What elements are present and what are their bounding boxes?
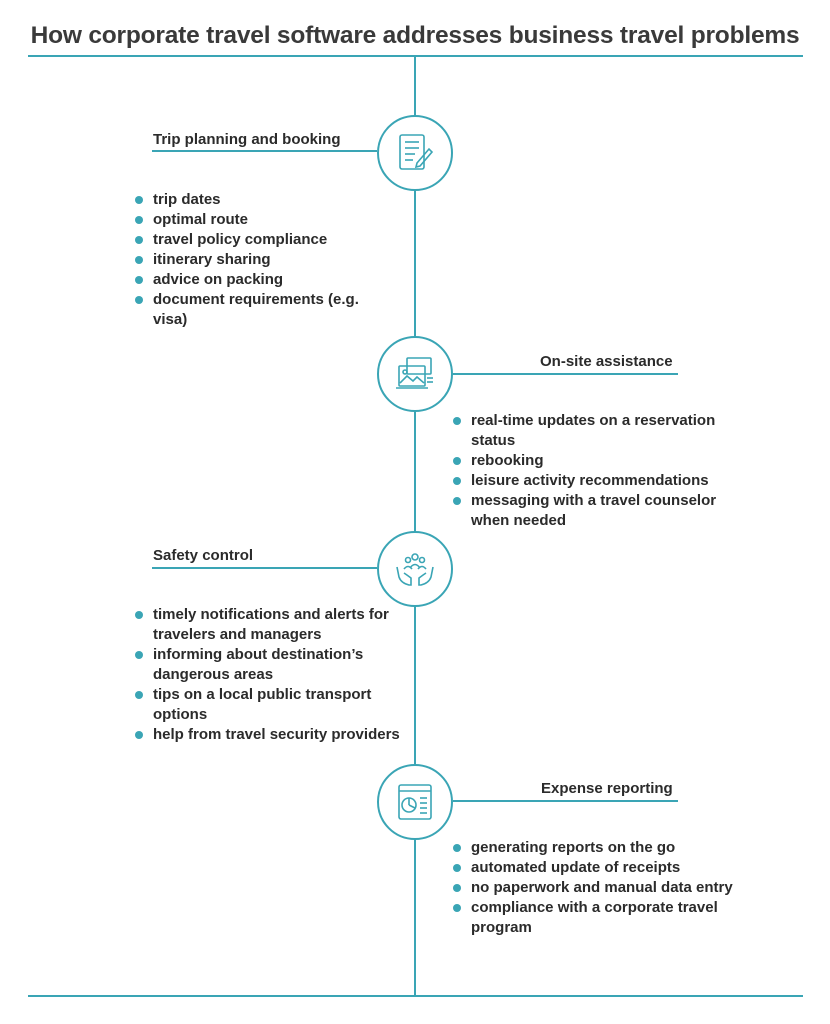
- list-item: help from travel security providers: [135, 725, 400, 745]
- list-item: trip dates: [135, 190, 365, 210]
- list-item: advice on packing: [135, 270, 365, 290]
- section-icon-circle: [377, 764, 453, 840]
- section-heading-trip-planning: Trip planning and booking: [153, 131, 341, 148]
- timeline-spine: [414, 56, 416, 995]
- list-item: automated update of receipts: [453, 858, 753, 878]
- connector-line: [152, 150, 377, 152]
- section-heading-safety: Safety control: [153, 547, 254, 564]
- section-list-expense: generating reports on the go automated u…: [453, 838, 753, 938]
- list-item: informing about destination’s dangerous …: [135, 645, 400, 685]
- list-item: rebooking: [453, 451, 753, 471]
- list-item: document requirements (e.g. visa): [135, 290, 365, 330]
- connector-line: [453, 800, 678, 802]
- section-list-safety: timely notifications and alerts for trav…: [135, 605, 400, 745]
- map-laptop-icon: [396, 357, 433, 389]
- document-pen-icon: [399, 134, 434, 170]
- list-item: real-time updates on a reservation statu…: [453, 411, 753, 451]
- page-title: How corporate travel software addresses …: [30, 22, 800, 49]
- list-item: compliance with a corporate travel progr…: [453, 898, 753, 938]
- pie-chart-report-icon: [398, 784, 432, 820]
- bottom-divider: [28, 995, 803, 997]
- list-item: generating reports on the go: [453, 838, 753, 858]
- list-item: tips on a local public transport options: [135, 685, 400, 725]
- list-item: itinerary sharing: [135, 250, 365, 270]
- list-item: no paperwork and manual data entry: [453, 878, 753, 898]
- section-list-trip-planning: trip dates optimal route travel policy c…: [135, 190, 365, 330]
- section-icon-circle: [377, 115, 453, 191]
- section-heading-on-site: On-site assistance: [540, 353, 673, 370]
- list-item: optimal route: [135, 210, 365, 230]
- hands-people-icon: [396, 553, 434, 586]
- section-list-on-site: real-time updates on a reservation statu…: [453, 411, 753, 531]
- list-item: travel policy compliance: [135, 230, 365, 250]
- section-icon-circle: [377, 531, 453, 607]
- section-icon-circle: [377, 336, 453, 412]
- section-heading-expense: Expense reporting: [541, 780, 673, 797]
- list-item: messaging with a travel counselor when n…: [453, 491, 753, 531]
- connector-line: [453, 373, 678, 375]
- list-item: timely notifications and alerts for trav…: [135, 605, 400, 645]
- list-item: leisure activity recommendations: [453, 471, 753, 491]
- connector-line: [152, 567, 377, 569]
